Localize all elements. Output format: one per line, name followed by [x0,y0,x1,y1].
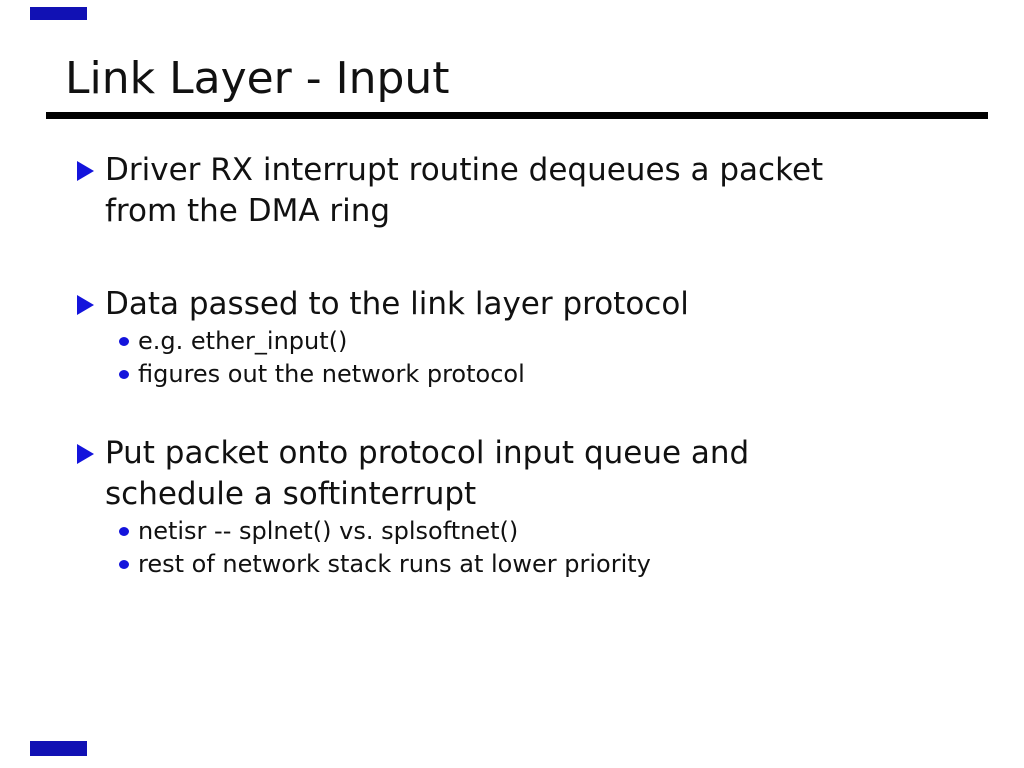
bullet-item-put-packet: Put packet onto protocol input queue and… [77,433,907,581]
dot-bullet-icon [119,370,129,379]
dot-bullet-icon [119,527,129,536]
sub-bullet-item: figures out the network protocol [119,358,907,391]
nav-marker-top [30,7,87,20]
bullet-text: Driver RX interrupt routine dequeues a p… [105,152,824,229]
sub-bullet-list: netisr -- splnet() vs. splsoftnet() rest… [105,515,907,581]
title-underline-rule [46,112,988,119]
nav-marker-bottom [30,741,87,756]
dot-bullet-icon [119,337,129,346]
sub-bullet-item: e.g. ether_input() [119,325,907,358]
bullet-item-driver-rx: Driver RX interrupt routine dequeues a p… [77,150,907,232]
sub-bullet-list: e.g. ether_input() figures out the netwo… [105,325,907,391]
sub-bullet-text: figures out the network protocol [138,360,525,388]
sub-bullet-item: netisr -- splnet() vs. splsoftnet() [119,515,907,548]
slide-title: Link Layer - Input [65,53,450,104]
triangle-bullet-icon [77,161,94,181]
sub-bullet-text: e.g. ether_input() [138,327,348,355]
triangle-bullet-icon [77,295,94,315]
dot-bullet-icon [119,560,129,569]
bullet-item-data-passed: Data passed to the link layer protocol e… [77,284,907,391]
sub-bullet-text: rest of network stack runs at lower prio… [138,550,651,578]
triangle-bullet-icon [77,444,94,464]
sub-bullet-item: rest of network stack runs at lower prio… [119,548,907,581]
bullet-text: Data passed to the link layer protocol [105,286,689,322]
slide-body: Driver RX interrupt routine dequeues a p… [77,150,907,581]
sub-bullet-text: netisr -- splnet() vs. splsoftnet() [138,517,519,545]
bullet-text: Put packet onto protocol input queue and… [105,435,750,512]
